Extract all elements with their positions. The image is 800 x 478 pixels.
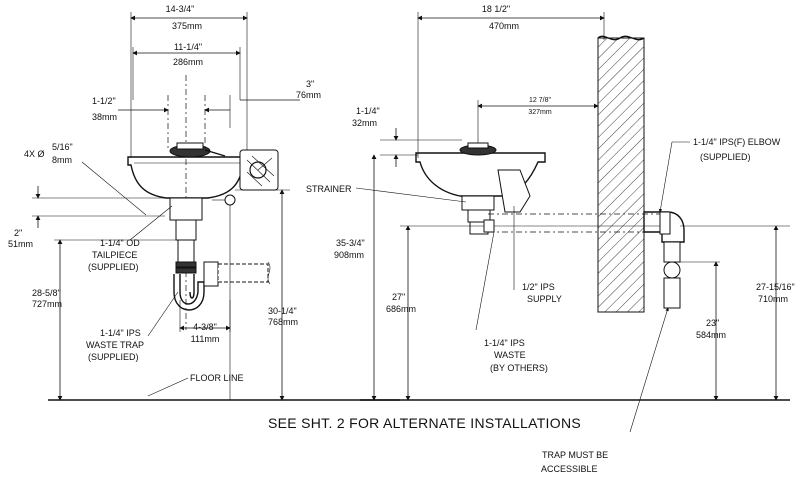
- waste-line3: (BY OTHERS): [490, 363, 548, 373]
- dim-rim-in: 2": [14, 228, 22, 238]
- dim-supply-height-mm: 768mm: [268, 317, 298, 327]
- dim-supply-height-in: 30-1/4": [268, 306, 297, 316]
- dim-overall-height-mm: 908mm: [334, 250, 364, 260]
- holes-label: 4X Ø: [24, 149, 45, 159]
- dim-bowl-width-mm: 286mm: [173, 57, 203, 67]
- footer-note: SEE SHT. 2 FOR ALTERNATE INSTALLATIONS: [268, 415, 581, 431]
- side-view: [355, 12, 790, 433]
- dim-waste-height-mm: 686mm: [386, 304, 416, 314]
- dim-overall-width-mm: 375mm: [172, 21, 202, 31]
- tailpiece-line1: 1-1/4" OD: [100, 238, 140, 248]
- dim-bowl-width-in: 11-1/4": [174, 42, 202, 52]
- supply-line2: SUPPLY: [527, 294, 562, 304]
- tailpiece-line3: (SUPPLIED): [88, 262, 139, 272]
- holes-in: 5/16": [52, 142, 73, 152]
- dim-overall-depth-mm: 470mm: [489, 21, 519, 31]
- dim-offset-left-mm: 38mm: [92, 112, 117, 122]
- front-view-labels: 14-3/4" 375mm 11-1/4" 286mm 3" 76mm 1-1/…: [8, 4, 321, 383]
- waste-trap-line2: WASTE TRAP: [86, 340, 144, 350]
- dim-trap-offset-in: 4-3/8": [193, 322, 217, 332]
- floor-line-label: FLOOR LINE: [190, 373, 244, 383]
- dim-trap-height-mm: 727mm: [32, 299, 62, 309]
- dim-trap-drop-in: 23": [706, 318, 719, 328]
- dim-overall-width-in: 14-3/4": [166, 4, 195, 14]
- dim-inner-depth-mm: 327mm: [528, 109, 552, 116]
- dim-overall-height-in: 35-3/4": [336, 238, 365, 248]
- tailpiece-line2: TAILPIECE: [92, 250, 137, 260]
- holes-mm: 8mm: [52, 155, 72, 165]
- dim-top-offset-mm: 32mm: [352, 118, 377, 128]
- dim-elbow-height-mm: 710mm: [758, 294, 788, 304]
- waste-trap-line1: 1-1/4" IPS: [100, 328, 141, 338]
- dim-trap-height-in: 28-5/8": [32, 288, 61, 298]
- dim-trap-offset-mm: 111mm: [191, 334, 220, 344]
- strainer-label: STRAINER: [306, 184, 352, 194]
- front-view: [32, 12, 400, 401]
- dim-elbow-height-in: 27-15/16": [756, 282, 795, 292]
- dim-overall-depth-in: 18 1/2": [482, 4, 510, 14]
- waste-trap-line3: (SUPPLIED): [88, 352, 139, 362]
- side-view-labels: 18 1/2" 470mm 12 7/8" 327mm 1-1/4" 32mm …: [306, 4, 795, 474]
- dim-waste-height-in: 27": [392, 292, 405, 302]
- dim-rim-mm: 51mm: [8, 239, 33, 249]
- elbow-line2: (SUPPLIED): [700, 152, 751, 162]
- dim-offset-left-in: 1-1/2": [92, 96, 116, 106]
- waste-line1: 1-1/4" IPS: [484, 338, 525, 348]
- trap-note-line2: ACCESSIBLE: [541, 464, 598, 474]
- waste-line2: WASTE: [494, 350, 526, 360]
- dim-trap-drop-mm: 584mm: [696, 330, 726, 340]
- elbow-line1: 1-1/4" IPS(F) ELBOW: [693, 137, 781, 147]
- dim-top-offset-in: 1-1/4": [356, 106, 380, 116]
- dim-inner-depth-in: 12 7/8": [529, 97, 551, 104]
- dim-offset-right-in: 3": [306, 79, 314, 89]
- dim-offset-right-mm: 76mm: [296, 90, 321, 100]
- supply-line1: 1/2" IPS: [522, 282, 555, 292]
- trap-note-line1: TRAP MUST BE: [542, 450, 608, 460]
